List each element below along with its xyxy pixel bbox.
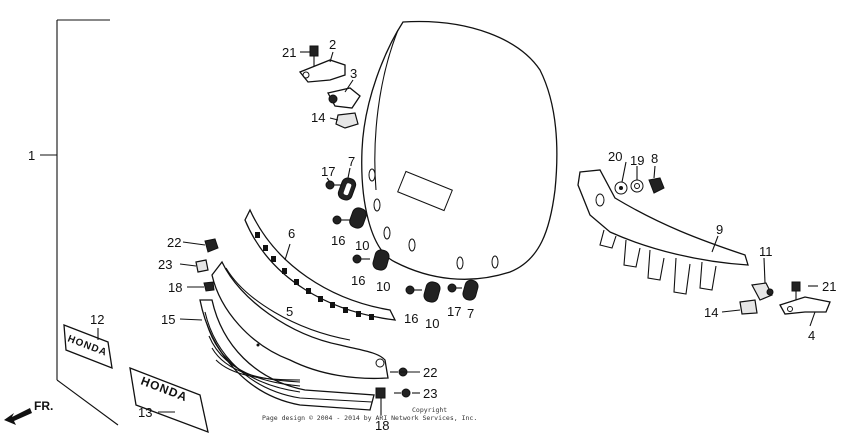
callout-7-upper: 7 [348,154,355,169]
front-direction-indicator: FR. [4,399,53,425]
callout-14-upper: 14 [311,110,325,125]
callout-16-b: 16 [351,273,365,288]
callout-23-right: 23 [423,386,437,401]
assembly-bracket-1 [40,19,119,426]
front-cowl [211,260,389,380]
callout-16-a: 16 [331,233,345,248]
left-fasteners [195,238,411,399]
callout-2: 2 [329,37,336,52]
callout-3: 3 [350,66,357,81]
copyright-notice: Copyright Page design © 2004 - 2014 by A… [262,406,477,422]
right-mount-stay [577,169,749,295]
callout-5: 5 [286,304,293,319]
front-grille [199,299,375,411]
callout-1: 1 [28,148,35,163]
copyright-line-2: Page design © 2004 - 2014 by ARI Network… [262,414,477,422]
front-direction-label: FR. [34,399,53,413]
callout-23-left: 23 [158,257,172,272]
callout-13: 13 [138,405,152,420]
callout-numbers: 1 21 2 3 14 17 7 16 10 16 10 16 10 17 7 … [28,37,836,433]
copyright-line-1: Copyright [412,406,447,414]
callout-22-right: 22 [423,365,437,380]
callout-10-c: 10 [425,316,439,331]
leader-lines [97,51,818,415]
callout-12: 12 [90,312,104,327]
callout-9: 9 [716,222,723,237]
callout-21-right: 21 [822,279,836,294]
screws [325,180,462,295]
grommets [337,177,479,303]
callout-19: 19 [630,153,644,168]
callout-17-lower: 17 [447,304,461,319]
right-fasteners [614,177,831,315]
front-arrow-icon [4,408,32,425]
callout-18-bottom: 18 [375,418,389,433]
callout-4: 4 [808,328,815,343]
callout-16-c: 16 [404,311,418,326]
callout-18-left: 18 [168,280,182,295]
callout-17-upper: 17 [321,164,335,179]
callout-8: 8 [651,151,658,166]
callout-14-right: 14 [704,305,718,320]
callout-6: 6 [288,226,295,241]
callout-15: 15 [161,312,175,327]
callout-22-left: 22 [167,235,181,250]
upper-mount-bracket [298,45,361,129]
emblem-plate-13: HONDA [129,366,209,434]
callout-20: 20 [608,149,622,164]
emblem-plate-12: HONDA [63,324,113,370]
callout-7-lower: 7 [467,306,474,321]
callout-10-b: 10 [376,279,390,294]
callout-10-a: 10 [355,238,369,253]
windscreen [361,20,558,280]
callout-11: 11 [759,244,773,259]
callout-21-upper: 21 [282,45,296,60]
